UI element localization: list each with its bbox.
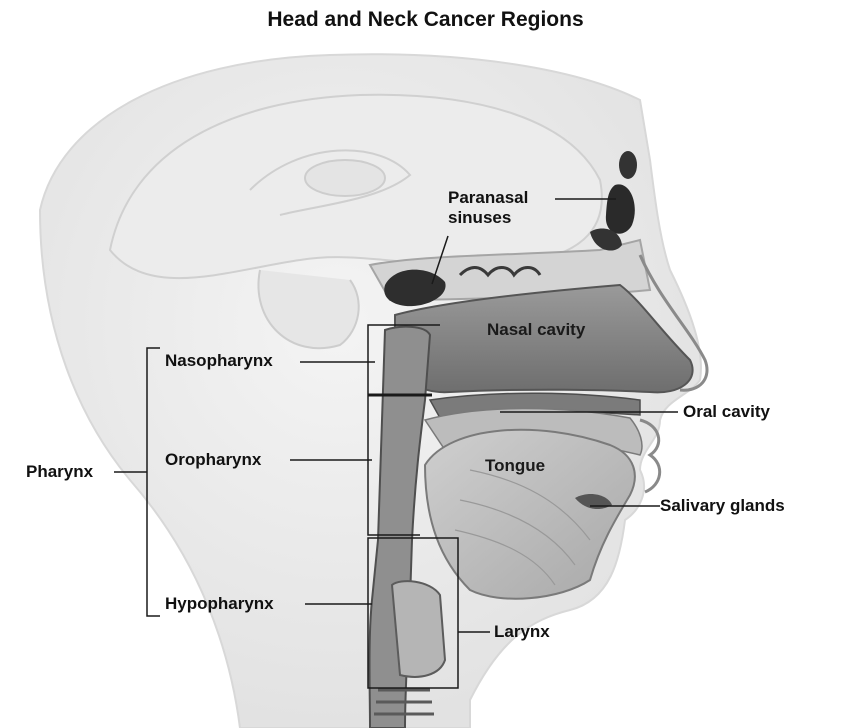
label-paranasal-line2: sinuses <box>448 208 511 228</box>
label-paranasal-line1: Paranasal <box>448 188 528 208</box>
label-nasal-cavity: Nasal cavity <box>487 320 585 340</box>
larynx-shape <box>392 581 445 677</box>
label-nasopharynx: Nasopharynx <box>165 351 273 371</box>
frontal-sinus-upper <box>619 151 637 179</box>
label-pharynx: Pharynx <box>26 462 93 482</box>
brain-ventricle <box>305 160 385 196</box>
label-oropharynx: Oropharynx <box>165 450 261 470</box>
label-oral-cavity: Oral cavity <box>683 402 770 422</box>
label-hypopharynx: Hypopharynx <box>165 594 274 614</box>
label-larynx: Larynx <box>494 622 550 642</box>
diagram-title: Head and Neck Cancer Regions <box>0 8 851 32</box>
label-tongue: Tongue <box>485 456 545 476</box>
label-salivary-glands: Salivary glands <box>660 496 785 516</box>
